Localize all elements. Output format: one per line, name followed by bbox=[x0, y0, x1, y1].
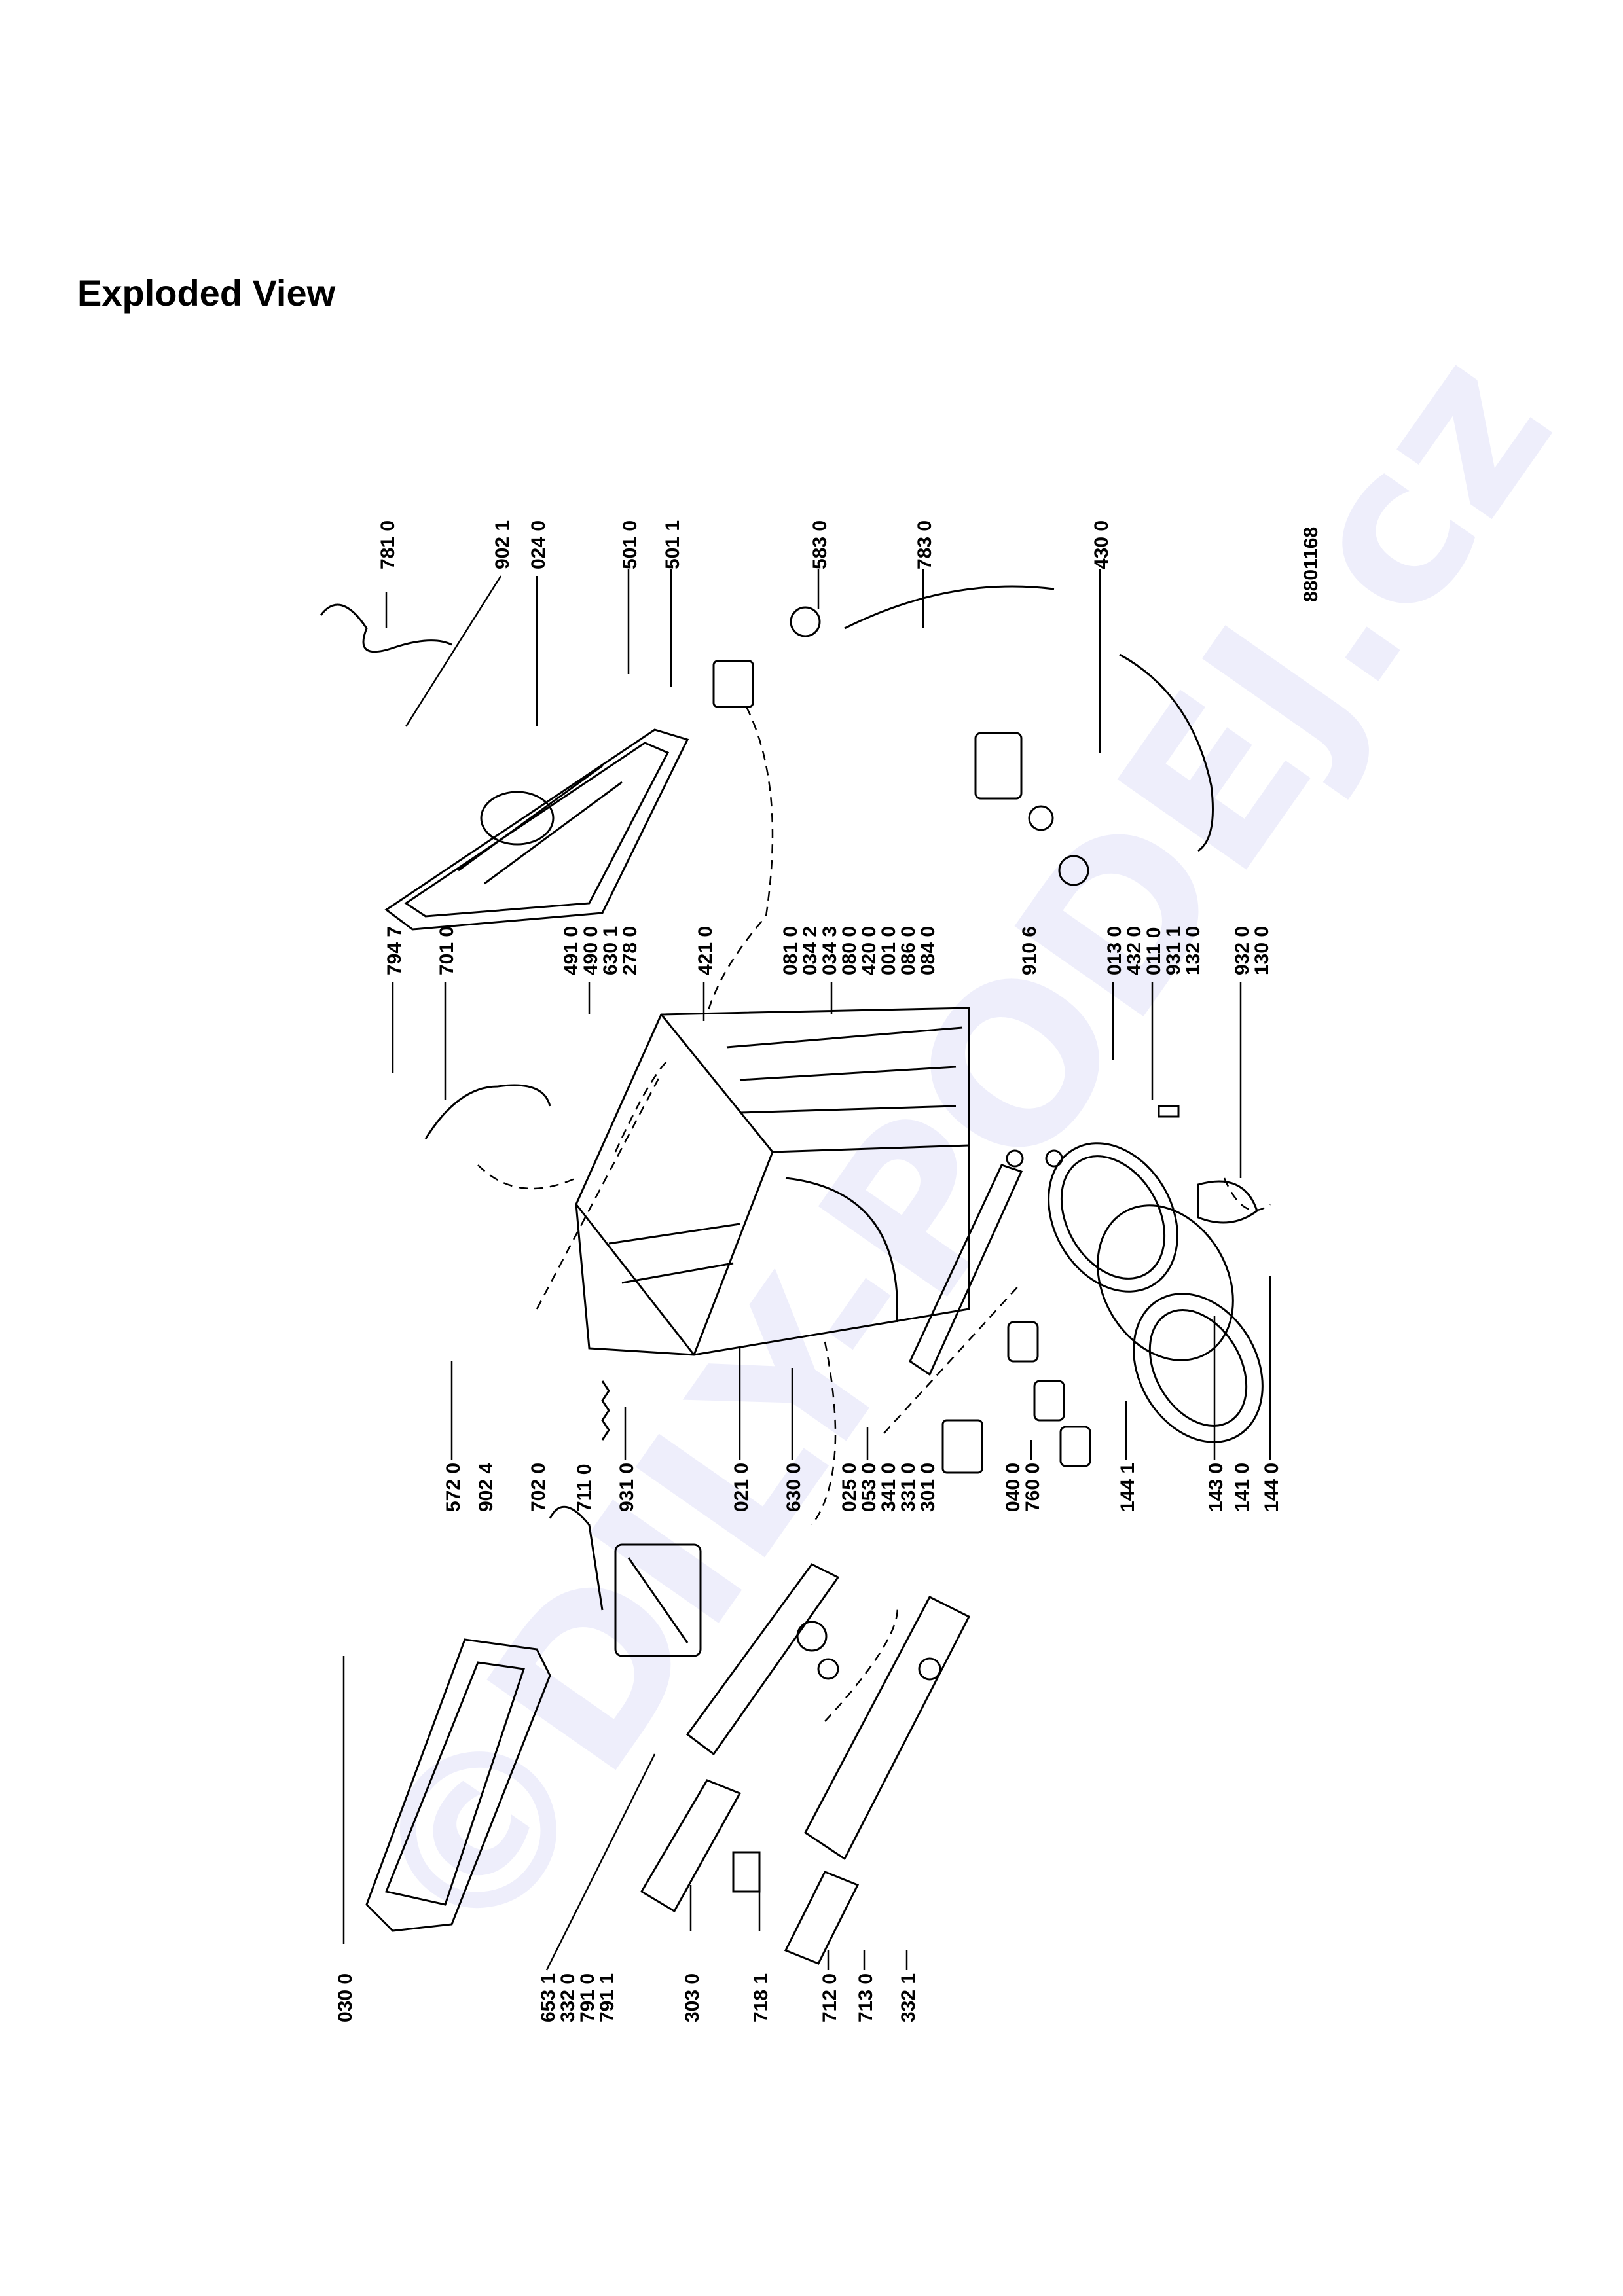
part-label: 086 0 bbox=[898, 926, 919, 975]
part-label: 718 1 bbox=[750, 1973, 772, 2022]
dashed-guides bbox=[477, 706, 1271, 1722]
part-label: 572 0 bbox=[443, 1463, 464, 1512]
part-label: 630 0 bbox=[783, 1463, 805, 1512]
part-label: 332 0 bbox=[557, 1973, 579, 2022]
part-label: 130 0 bbox=[1251, 926, 1273, 975]
part-label: 931 0 bbox=[616, 1463, 638, 1512]
part-label: 053 0 bbox=[858, 1463, 880, 1512]
part-label: 081 0 bbox=[780, 926, 801, 975]
part-label: 301 0 bbox=[917, 1463, 939, 1512]
part-label: 143 0 bbox=[1205, 1463, 1227, 1512]
part-label: 653 1 bbox=[538, 1973, 559, 2022]
part-label: 430 0 bbox=[1091, 520, 1112, 569]
part-label: 791 0 bbox=[577, 1973, 598, 2022]
part-label: 931 1 bbox=[1163, 926, 1184, 975]
part-label: 021 0 bbox=[731, 1463, 752, 1512]
drawing-number: 8801168 bbox=[1300, 527, 1322, 602]
part-label: 712 0 bbox=[819, 1973, 841, 2022]
part-label: 760 0 bbox=[1022, 1463, 1044, 1512]
line-drawing bbox=[319, 585, 1264, 1965]
leader-lines bbox=[342, 569, 1271, 1971]
part-label: 331 0 bbox=[898, 1463, 919, 1512]
part-label: 713 0 bbox=[855, 1973, 877, 2022]
part-label: 421 0 bbox=[695, 926, 716, 975]
part-label: 794 7 bbox=[384, 926, 405, 975]
part-label: 341 0 bbox=[878, 1463, 900, 1512]
part-label: 791 1 bbox=[596, 1973, 618, 2022]
part-label: 781 0 bbox=[377, 520, 399, 569]
part-label: 583 0 bbox=[809, 520, 831, 569]
part-label: 030 0 bbox=[335, 1973, 356, 2022]
part-label: 084 0 bbox=[917, 926, 939, 975]
part-label: 011 0 bbox=[1143, 927, 1165, 975]
part-label: 630 1 bbox=[600, 926, 621, 975]
part-label: 080 0 bbox=[839, 926, 860, 975]
part-label: 420 0 bbox=[858, 926, 880, 975]
part-label: 013 0 bbox=[1104, 926, 1125, 975]
part-label: 034 3 bbox=[819, 926, 841, 975]
part-label: 932 0 bbox=[1231, 926, 1253, 975]
labels-top: 781 0 902 1 024 0 501 0 501 1 583 0 783 … bbox=[377, 520, 1322, 602]
part-label: 024 0 bbox=[528, 520, 549, 569]
part-label: 432 0 bbox=[1123, 926, 1145, 975]
part-label: 501 0 bbox=[619, 520, 641, 569]
part-label: 490 0 bbox=[580, 926, 602, 975]
part-label: 701 0 bbox=[436, 926, 458, 975]
part-label: 491 0 bbox=[560, 926, 582, 975]
part-label: 034 2 bbox=[799, 926, 821, 975]
page-title: Exploded View bbox=[77, 272, 336, 314]
part-label: 278 0 bbox=[619, 926, 641, 975]
labels-bottom: 030 0 653 1 332 0 791 0 791 1 303 0 718 … bbox=[335, 1973, 919, 2022]
part-label: 303 0 bbox=[682, 1973, 703, 2022]
part-label: 501 1 bbox=[662, 520, 684, 569]
labels-mid-right: 794 7 701 0 491 0 490 0 630 1 278 0 421 … bbox=[384, 926, 1273, 975]
part-label: 332 1 bbox=[898, 1973, 919, 2022]
part-label: 711 0 bbox=[574, 1464, 595, 1512]
part-label: 902 4 bbox=[475, 1463, 497, 1512]
part-label: 141 0 bbox=[1231, 1463, 1253, 1512]
part-label: 025 0 bbox=[839, 1463, 860, 1512]
part-label: 144 0 bbox=[1261, 1463, 1283, 1512]
part-label: 702 0 bbox=[528, 1463, 549, 1512]
part-label: 144 1 bbox=[1117, 1463, 1139, 1512]
labels-mid-left: 572 0 902 4 702 0 711 0 931 0 021 0 630 … bbox=[443, 1463, 1283, 1512]
part-label: 001 0 bbox=[878, 926, 900, 975]
part-label: 902 1 bbox=[492, 520, 513, 569]
part-label: 783 0 bbox=[914, 520, 936, 569]
part-label: 132 0 bbox=[1182, 926, 1204, 975]
part-label: 910 6 bbox=[1019, 926, 1040, 975]
part-label: 040 0 bbox=[1002, 1463, 1024, 1512]
